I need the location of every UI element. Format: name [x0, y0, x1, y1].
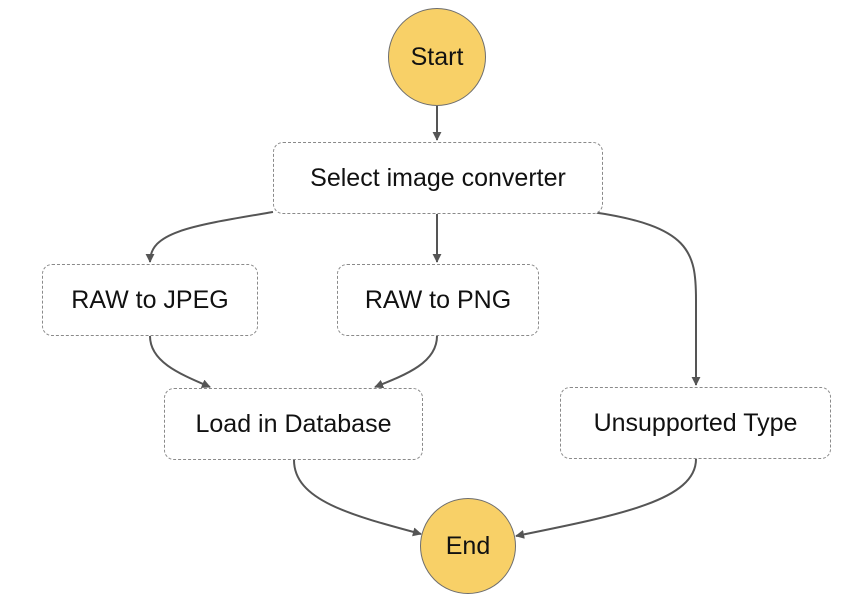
- edge-load-to-end: [293, 459, 422, 537]
- edge-unsupported-to-end: [515, 458, 697, 539]
- select-image-converter-label: Select image converter: [310, 163, 566, 192]
- select-image-converter-node[interactable]: Select image converter: [273, 142, 603, 214]
- raw-to-png-label: RAW to PNG: [364, 285, 512, 314]
- raw-to-jpeg-label: RAW to JPEG: [71, 285, 229, 314]
- load-in-database-node[interactable]: Load in Database: [164, 388, 423, 460]
- start-label: Start: [410, 42, 464, 71]
- edge-png-to-load: [374, 335, 438, 389]
- edge-select-to-unsupported: [591, 211, 701, 386]
- load-in-database-label: Load in Database: [195, 409, 392, 438]
- unsupported-type-label: Unsupported Type: [593, 408, 798, 437]
- raw-to-jpeg-node[interactable]: RAW to JPEG: [42, 264, 258, 336]
- raw-to-png-node[interactable]: RAW to PNG: [337, 264, 539, 336]
- end-label: End: [445, 531, 491, 560]
- edge-select-to-jpeg: [145, 211, 274, 263]
- edge-jpeg-to-load: [149, 335, 211, 388]
- unsupported-type-node[interactable]: Unsupported Type: [560, 387, 831, 459]
- start-node[interactable]: Start: [388, 8, 486, 106]
- end-node[interactable]: End: [420, 498, 516, 594]
